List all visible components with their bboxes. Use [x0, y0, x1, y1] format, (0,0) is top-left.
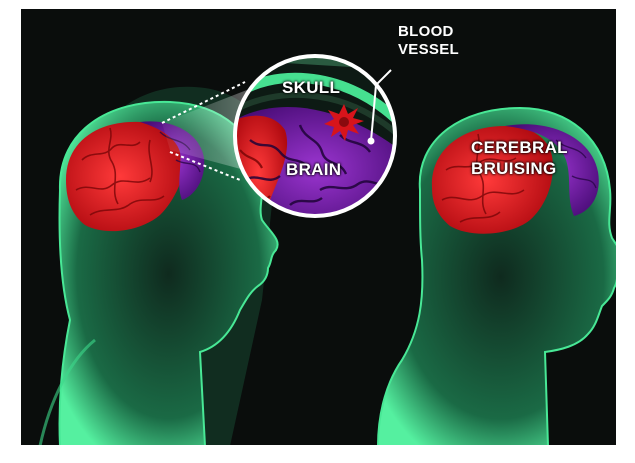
- callout-dot: [368, 138, 375, 145]
- label-skull: SKULL: [282, 79, 340, 96]
- label-blood-vessel: BLOOD VESSEL: [398, 23, 459, 59]
- label-blood-vessel-line-1: BLOOD: [398, 23, 459, 41]
- label-brain: BRAIN: [286, 161, 341, 178]
- label-cerebral-bruising-line-2: BRUISING: [471, 158, 568, 179]
- label-cerebral-bruising: CEREBRAL BRUISING: [471, 137, 568, 179]
- label-cerebral-bruising-line-1: CEREBRAL: [471, 137, 568, 158]
- label-blood-vessel-line-2: VESSEL: [398, 41, 459, 59]
